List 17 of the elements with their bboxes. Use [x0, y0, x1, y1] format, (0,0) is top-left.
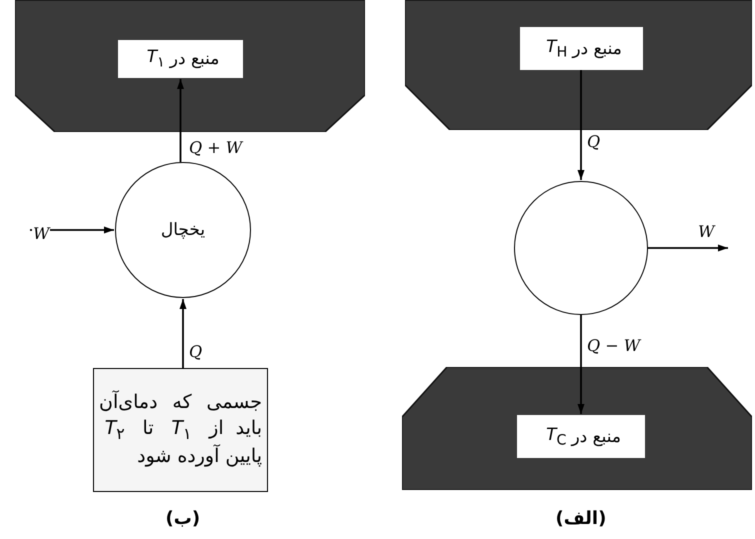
device-circle: یخچال	[115, 162, 251, 298]
edge-label: Q	[188, 342, 204, 361]
heat-reservoir-block	[15, 0, 365, 132]
device-circle	[514, 181, 648, 315]
arrow	[578, 315, 584, 414]
arrow	[177, 79, 184, 162]
heat-reservoir-block	[405, 0, 752, 130]
edge-label: Q	[586, 132, 602, 151]
edge-label: Q + W	[188, 138, 244, 157]
arrow	[578, 70, 584, 180]
arrow	[30, 226, 114, 234]
panel-caption: (الف)	[556, 508, 606, 529]
arrow	[648, 244, 728, 252]
edge-label: Q − W	[586, 336, 642, 355]
heat-reservoir-block	[402, 367, 752, 490]
arrow	[180, 299, 186, 368]
panel-caption: (ب)	[166, 508, 200, 529]
